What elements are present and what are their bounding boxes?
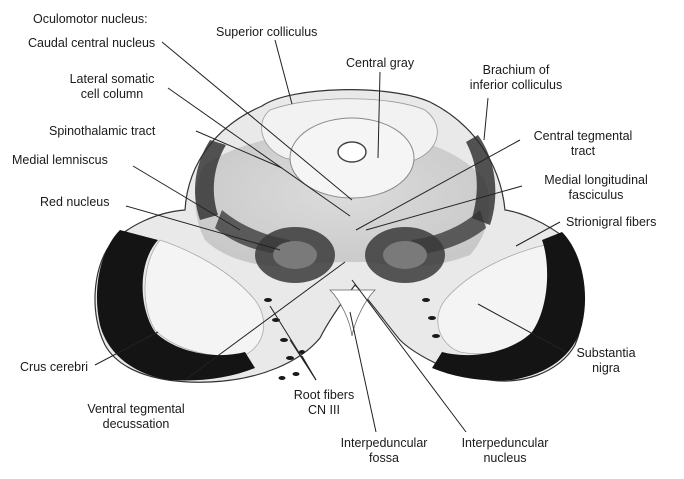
label-lateral-somatic-line1: Lateral somatic [69, 72, 155, 86]
leader-interpeduncular-nucleus [351, 279, 467, 433]
leader-central-gray [377, 71, 381, 159]
leader-lines [94, 39, 567, 433]
interpeduncular-fossa-region [329, 289, 376, 337]
leader-medial-lemniscus [132, 165, 241, 231]
label-brachium-line2: inferior colliculus [469, 77, 563, 92]
label-interpeduncular-nucleus-line2: nucleus [483, 450, 527, 465]
leader-central-tegmental [355, 139, 521, 231]
label-crus-cerebri: Crus cerebri [20, 360, 89, 374]
leader-spinothalamic [195, 130, 283, 169]
label-spinothalamic-tract: Spinothalamic tract [49, 124, 156, 138]
brachium-left [195, 140, 226, 220]
leader-caudal-central [161, 41, 353, 201]
label-lateral-somatic-cell-column: Lateral somatic cell column [52, 72, 172, 101]
leader-brachium [483, 97, 489, 141]
label-central-tegmental-tract: Central tegmental tract [520, 129, 646, 158]
leader-ventral-tegmental [184, 261, 346, 381]
label-central-tegmental-line2: tract [570, 143, 596, 158]
label-mlf-line1: Medial longitudinal [544, 173, 648, 187]
label-substantia-nigra-line1: Substantia [576, 346, 636, 360]
label-medial-longitudinal-fasciculus: Medial longitudinal fasciculus [524, 173, 668, 202]
label-ventral-tegmental-decussation: Ventral tegmental decussation [66, 402, 206, 431]
cerebral-aqueduct [337, 141, 367, 163]
leader-substantia-nigra [477, 303, 567, 353]
label-interpeduncular-fossa-line2: fossa [369, 450, 399, 465]
label-red-nucleus: Red nucleus [40, 195, 110, 209]
label-strionigral-fibers: Strionigral fibers [566, 215, 657, 229]
leader-root-fibers-c [301, 355, 317, 381]
leader-red-nucleus [125, 205, 281, 251]
label-caudal-central-nucleus: Caudal central nucleus [28, 36, 156, 50]
label-lateral-somatic-line2: cell column [80, 86, 144, 101]
label-interpeduncular-fossa: Interpeduncular fossa [332, 436, 436, 465]
label-central-tegmental-line1: Central tegmental [533, 129, 633, 143]
crus-cerebri-right [432, 232, 586, 381]
leader-crus-cerebri [94, 331, 159, 366]
leader-interpeduncular-fossa [349, 311, 377, 433]
label-superior-colliculus: Superior colliculus [216, 25, 318, 39]
label-root-fibers-cn3: Root fibers CN III [278, 388, 370, 417]
red-nucleus-left-core [273, 241, 317, 269]
label-interpeduncular-nucleus: Interpeduncular nucleus [453, 436, 557, 465]
label-substantia-nigra-line2: nigra [592, 360, 620, 375]
label-substantia-nigra: Substantia nigra [564, 346, 648, 375]
label-root-fibers-line1: Root fibers [293, 388, 355, 402]
label-ventral-tegmental-line2: decussation [102, 416, 170, 431]
label-interpeduncular-fossa-line1: Interpeduncular [340, 436, 428, 450]
root-fibers-cn3 [264, 298, 440, 380]
leader-mlf [365, 185, 523, 231]
leader-strionigral [515, 221, 561, 247]
leader-superior-colliculus [274, 39, 293, 105]
label-central-gray: Central gray [346, 56, 415, 70]
label-medial-lemniscus: Medial lemniscus [12, 153, 108, 167]
leader-lateral-somatic [167, 87, 351, 217]
label-interpeduncular-nucleus-line1: Interpeduncular [461, 436, 549, 450]
label-oculomotor-nucleus: Oculomotor nucleus: [33, 12, 148, 26]
label-brachium-line1: Brachium of [482, 63, 550, 77]
red-nucleus-right-core [383, 241, 427, 269]
label-brachium-inferior-colliculus: Brachium of inferior colliculus [454, 63, 578, 92]
label-mlf-line2: fasciculus [568, 187, 624, 202]
label-root-fibers-line2: CN III [308, 402, 340, 417]
label-ventral-tegmental-line1: Ventral tegmental [87, 402, 185, 416]
